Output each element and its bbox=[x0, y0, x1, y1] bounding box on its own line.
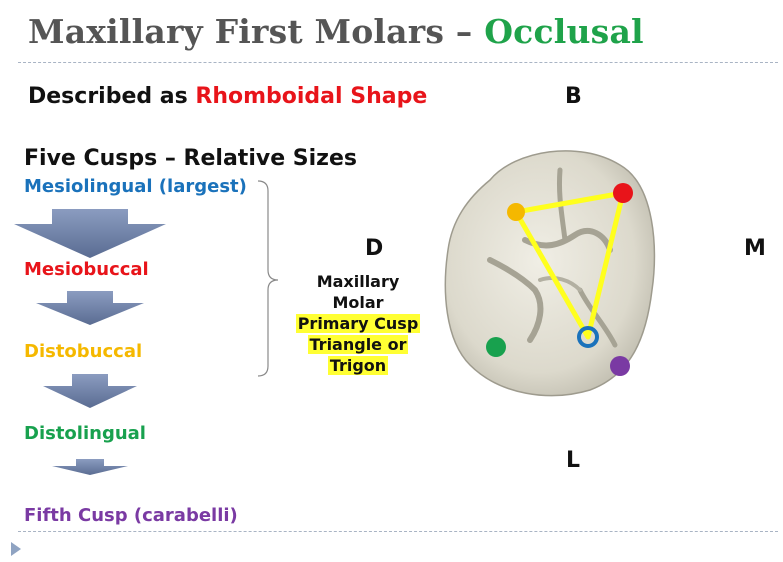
molar-groove-lingual bbox=[577, 287, 618, 348]
trigon-note-line3: Primary Cusp bbox=[295, 314, 421, 333]
arrow-down-1 bbox=[14, 209, 166, 258]
cusp-fifth-carabelli: Fifth Cusp (carabelli) bbox=[24, 505, 238, 526]
shape-description: Described as Rhomboidal Shape bbox=[28, 84, 427, 109]
trigon-note: Maxillary Molar Primary Cusp Triangle or… bbox=[284, 271, 432, 376]
molar-groove-central bbox=[522, 228, 613, 253]
label-lingual: L bbox=[566, 448, 581, 473]
label-buccal: B bbox=[565, 84, 582, 109]
molar-groove-oblique bbox=[538, 276, 582, 292]
molar-groove-distal bbox=[487, 257, 544, 343]
title-accent: Occlusal bbox=[484, 12, 644, 51]
cusp-dot-distobuccal bbox=[507, 203, 525, 221]
description-highlight: Rhomboidal Shape bbox=[195, 84, 428, 109]
trigon-note-line4: Triangle or bbox=[307, 335, 409, 354]
trigon-note-line2: Molar bbox=[332, 293, 384, 312]
cusp-mesiolingual: Mesiolingual (largest) bbox=[24, 176, 247, 197]
title-divider bbox=[18, 62, 778, 63]
title-main: Maxillary First Molars – bbox=[28, 12, 485, 51]
cusp-bracket bbox=[257, 180, 279, 377]
label-mesial: M bbox=[744, 236, 766, 261]
footer-divider bbox=[18, 531, 778, 532]
cusp-dot-mesiolingual bbox=[577, 326, 599, 348]
cusp-dot-distolingual bbox=[486, 337, 506, 357]
cusp-distobuccal: Distobuccal bbox=[24, 341, 143, 362]
arrow-down-3 bbox=[43, 374, 137, 408]
arrow-down-2 bbox=[36, 291, 144, 325]
molar-occlusal-image bbox=[444, 150, 656, 397]
cusps-heading: Five Cusps – Relative Sizes bbox=[24, 146, 357, 171]
arrow-down-4 bbox=[52, 459, 128, 475]
play-arrow-icon[interactable] bbox=[11, 542, 21, 556]
trigon-note-line5: Trigon bbox=[327, 356, 389, 375]
label-distal: D bbox=[365, 236, 384, 261]
cusp-dot-mesiobuccal bbox=[613, 183, 633, 203]
trigon-note-line1: Maxillary bbox=[316, 272, 400, 291]
cusp-dot-carabelli bbox=[610, 356, 630, 376]
cusp-mesiobuccal: Mesiobuccal bbox=[24, 259, 149, 280]
cusp-distolingual: Distolingual bbox=[24, 423, 146, 444]
description-prefix: Described as bbox=[28, 84, 196, 109]
trigon-triangle bbox=[513, 190, 626, 340]
slide-title: Maxillary First Molars – Occlusal bbox=[28, 12, 644, 51]
